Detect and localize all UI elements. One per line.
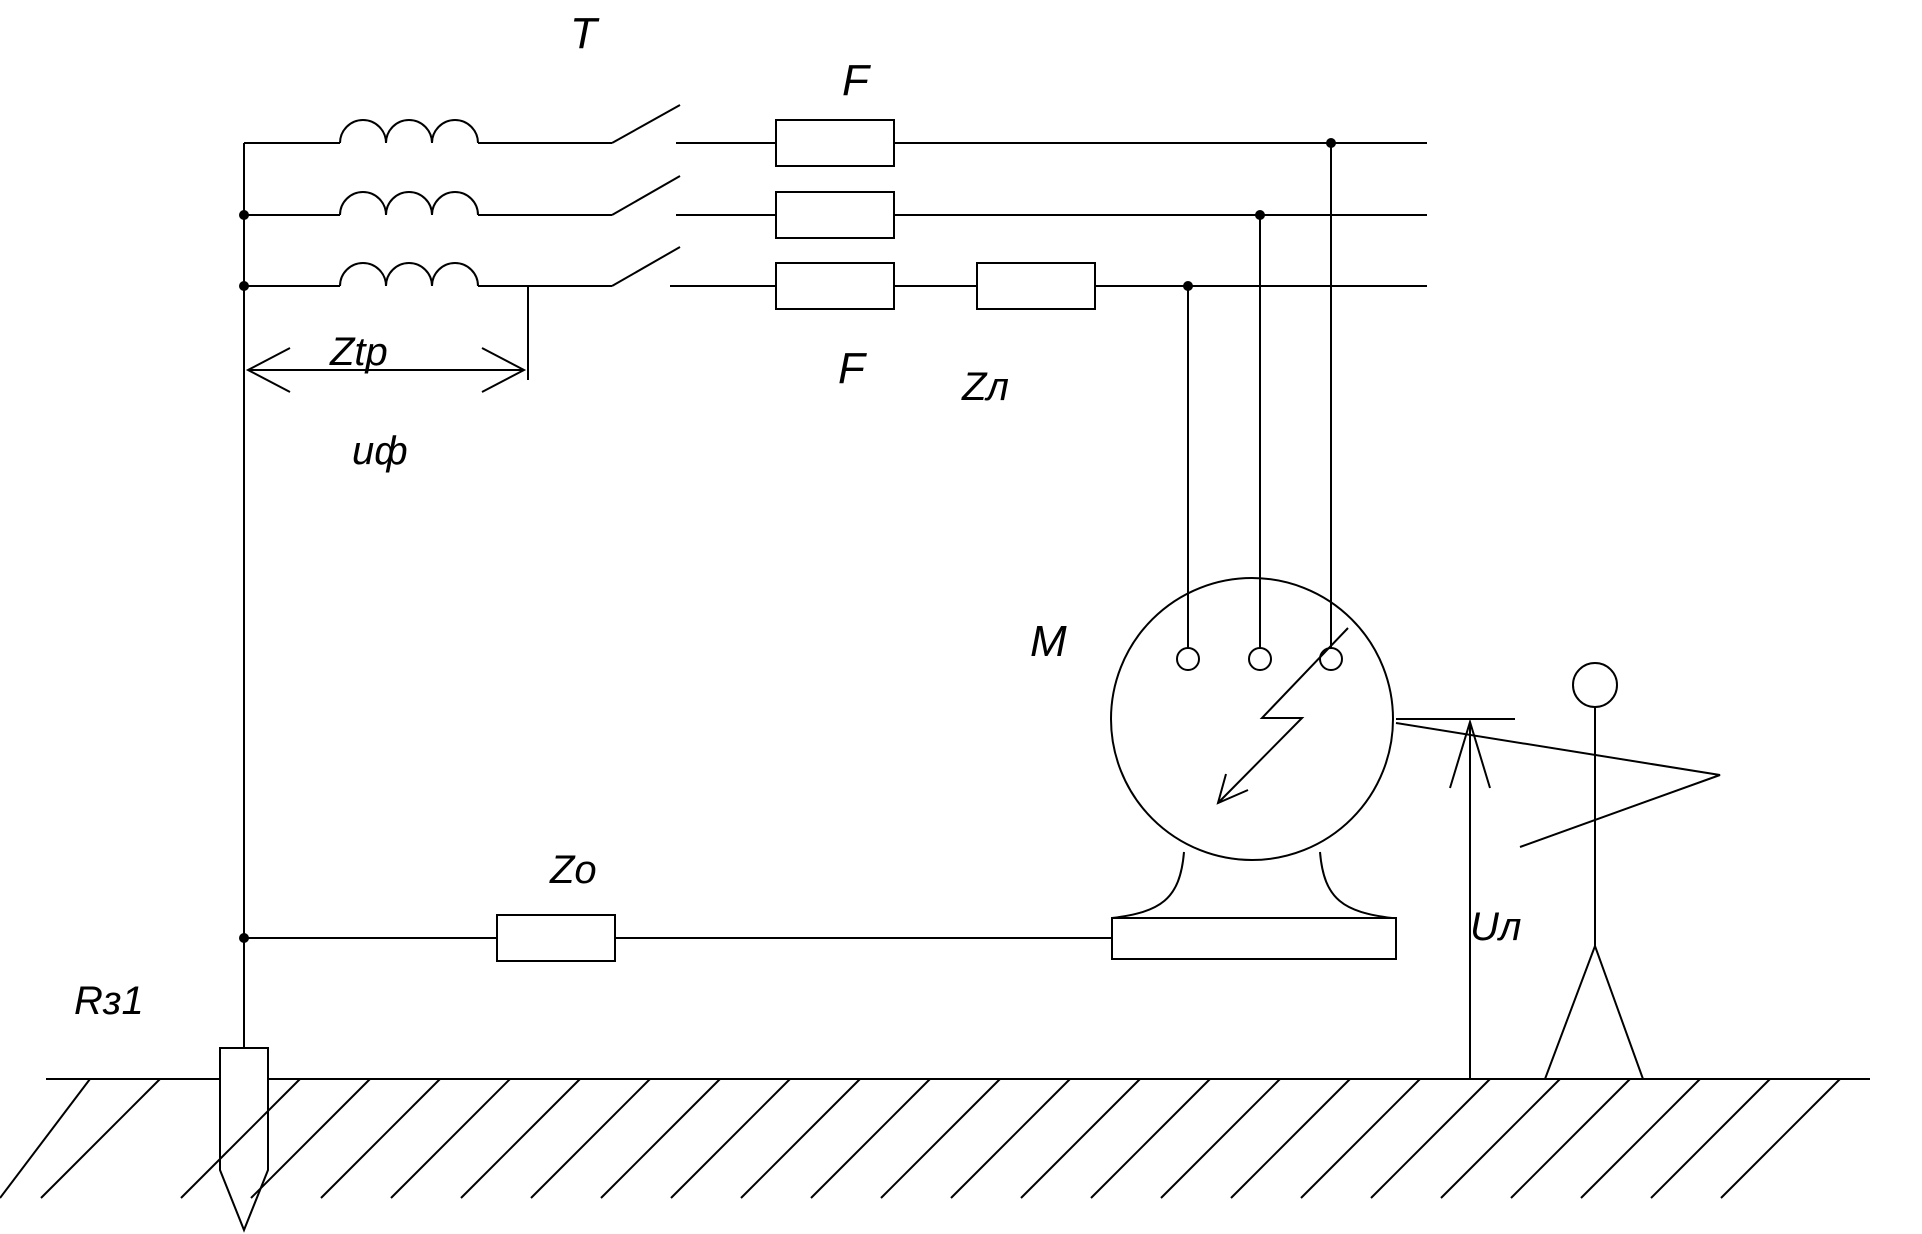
transformer-windings — [239, 119, 612, 1048]
earth-hatch-line — [740, 1078, 861, 1199]
junction-dot — [1255, 210, 1265, 220]
earth-hatch-line — [390, 1078, 511, 1199]
motor-terminal-3 — [1319, 647, 1343, 671]
fuse-b — [775, 191, 895, 239]
fuse-label-bottom: F — [838, 344, 867, 393]
earth-hatch-line — [1510, 1078, 1631, 1199]
earth-hatch-line — [1720, 1078, 1841, 1199]
earth-hatch-line — [40, 1078, 161, 1199]
person-head — [1572, 662, 1618, 708]
ground-resistance-label: Rз1 — [74, 979, 144, 1023]
earth-hatch-line — [1230, 1078, 1351, 1199]
arrowhead-up — [1449, 718, 1491, 789]
neutral-impedance-resistor — [496, 914, 616, 962]
person-arm — [1395, 722, 1721, 848]
transformer-label: T — [570, 9, 600, 58]
junction-dot — [1183, 281, 1193, 291]
phase-voltage-label: uф — [352, 429, 408, 473]
phase-lines — [894, 138, 1427, 648]
motor-housing — [1110, 577, 1394, 861]
labels: T F F Ztр Zл uф M Zо Uл Rз1 — [74, 9, 1521, 1023]
motor — [1110, 577, 1397, 960]
fuse-c — [775, 262, 895, 310]
earth-hatch-line — [250, 1078, 371, 1199]
earth-surface — [0, 1078, 1870, 1199]
earth-hatch-line — [810, 1078, 931, 1199]
ground-electrode — [219, 938, 269, 1233]
switch-blade-c — [611, 246, 681, 287]
earth-hatch-line — [600, 1078, 721, 1199]
earth-hatch-line — [1580, 1078, 1701, 1199]
earth-hatch-line — [1090, 1078, 1211, 1199]
person-legs — [1544, 943, 1644, 1080]
earth-hatch-line — [180, 1078, 301, 1199]
motor-foot-left — [1111, 851, 1185, 919]
earth-hatch-line — [0, 1078, 91, 1199]
line-impedance-resistor — [976, 262, 1096, 310]
junction-dot — [239, 281, 249, 291]
motor-label: M — [1030, 617, 1067, 666]
earth-hatch-line — [460, 1078, 581, 1199]
arrowhead-left — [245, 347, 291, 393]
earth-hatch-line — [1440, 1078, 1561, 1199]
winding-coil-a — [339, 119, 479, 144]
earth-hatch-line — [1650, 1078, 1771, 1199]
fuses — [775, 119, 895, 310]
earth-hatch-line — [530, 1078, 651, 1199]
earth-hatch-line — [670, 1078, 791, 1199]
junction-dot — [239, 210, 249, 220]
person-figure — [1395, 662, 1721, 1080]
earth-hatch-line — [320, 1078, 441, 1199]
fuse-a — [775, 119, 895, 167]
z-neutral-label: Zо — [549, 848, 597, 892]
neutral-conductor — [244, 914, 1112, 962]
switches — [611, 104, 776, 287]
junction-dot — [1326, 138, 1336, 148]
ground-rod — [219, 1047, 269, 1233]
earth-hatch-line — [1300, 1078, 1421, 1199]
earth-hatch-line — [1020, 1078, 1141, 1199]
fault-lightning-icon — [1217, 627, 1349, 804]
winding-coil-c — [339, 262, 479, 287]
earth-hatch-line — [950, 1078, 1071, 1199]
fuse-label-top: F — [842, 56, 871, 105]
switch-blade-b — [611, 175, 681, 216]
touch-voltage-label: Uл — [1470, 905, 1521, 949]
z-transformer-dimension — [245, 286, 529, 393]
motor-base — [1111, 917, 1397, 960]
earth-hatch-line — [1160, 1078, 1281, 1199]
z-transformer-label: Ztр — [329, 330, 388, 374]
earth-hatch-line — [1370, 1078, 1491, 1199]
winding-coil-b — [339, 191, 479, 216]
motor-terminal-1 — [1176, 647, 1200, 671]
touch-voltage-indicator — [1396, 718, 1515, 1079]
motor-terminal-2 — [1248, 647, 1272, 671]
earth-hatch-line — [880, 1078, 1001, 1199]
switch-blade-a — [611, 104, 681, 144]
motor-foot-right — [1319, 851, 1393, 919]
z-line-label: Zл — [961, 365, 1009, 409]
arrowhead-right — [481, 347, 527, 393]
